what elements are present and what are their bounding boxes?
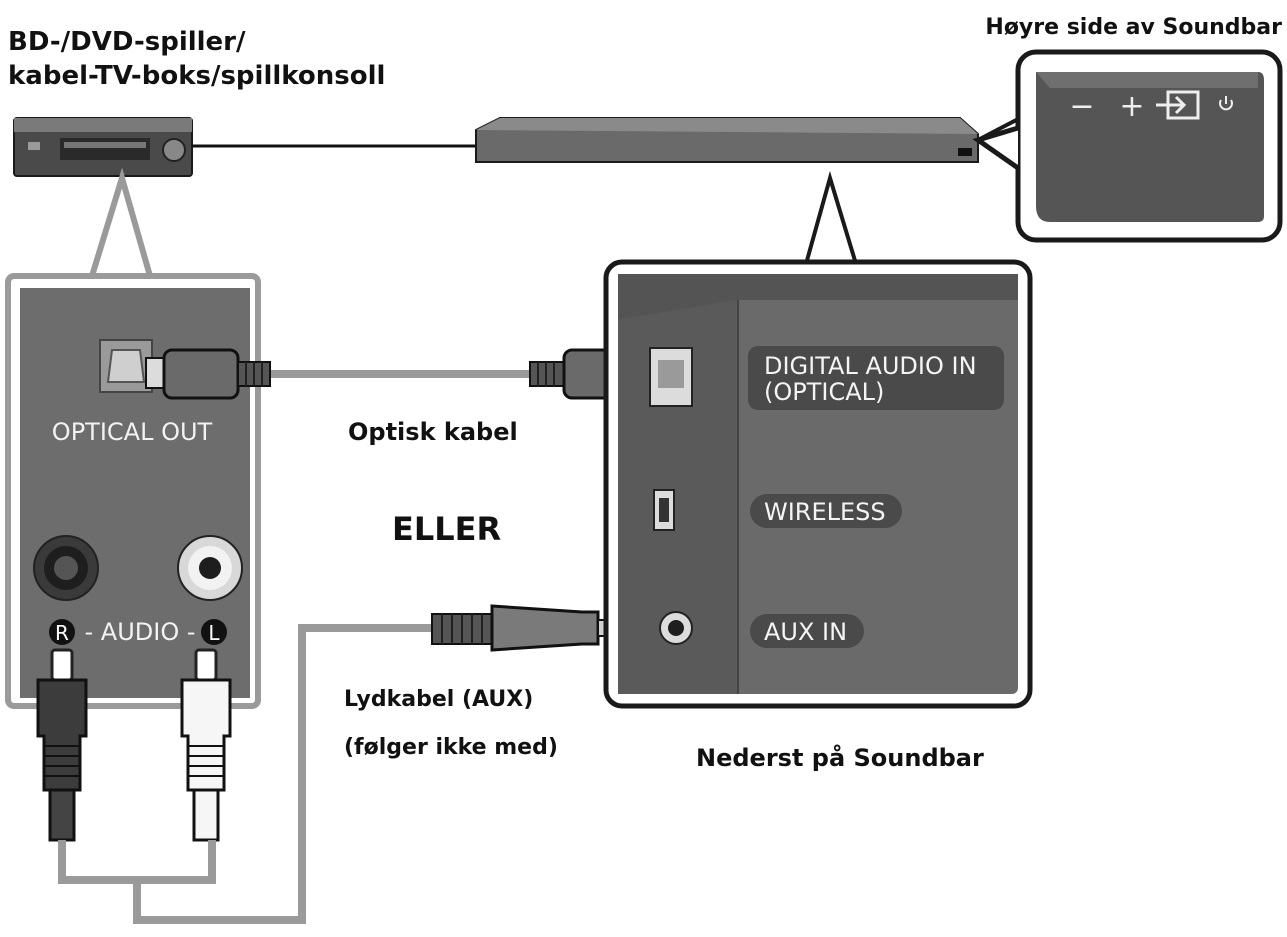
soundbar-bottom-panel: DIGITAL AUDIO IN (OPTICAL) WIRELESS AUX … <box>603 259 1033 709</box>
soundbar-side-callout: − + <box>972 49 1283 243</box>
power-icon[interactable] <box>1219 96 1233 111</box>
side-minus-button[interactable]: − <box>1069 89 1094 124</box>
audio-r-label: R <box>55 621 69 645</box>
digital-audio-in-label-line1: DIGITAL AUDIO IN <box>764 352 977 380</box>
rca-plug-right <box>36 648 88 842</box>
optical-plug-left <box>145 348 271 400</box>
or-label: ELLER <box>392 510 501 548</box>
audio-label: - AUDIO - <box>84 618 195 646</box>
aux-in-port[interactable] <box>659 611 693 645</box>
player-label-line2: kabel-TV-boks/spillkonsoll <box>8 61 385 91</box>
wireless-label: WIRELESS <box>764 498 886 526</box>
wireless-pill <box>750 494 902 528</box>
aux-cable <box>58 840 216 884</box>
aux-cable-label-line2: (følger ikke med) <box>344 735 558 760</box>
source-icon[interactable] <box>1156 90 1200 120</box>
audio-l-jack[interactable] <box>177 535 243 601</box>
audio-r-jack[interactable] <box>33 535 99 601</box>
rca-plug-left <box>180 648 232 842</box>
soundbar-side-label: Høyre side av Soundbar <box>985 15 1282 40</box>
soundbar-bottom-pointer <box>804 170 858 265</box>
soundbar <box>475 117 979 163</box>
audio-l-label: L <box>208 621 220 645</box>
player-back-panel: OPTICAL OUT R - AUDIO - L <box>5 167 261 709</box>
player-label-line1: BD-/DVD-spiller/ <box>8 27 246 57</box>
aux-in-label: AUX IN <box>764 618 847 646</box>
digital-audio-in-label-line2: (OPTICAL) <box>764 378 884 406</box>
optical-cable-label: Optisk kabel <box>348 418 518 446</box>
digital-audio-in-pill <box>748 346 1004 410</box>
side-plus-button[interactable]: + <box>1119 89 1144 124</box>
optical-out-label: OPTICAL OUT <box>52 418 213 446</box>
soundbar-bottom-label: Nederst på Soundbar <box>696 743 984 772</box>
player-device <box>13 117 193 177</box>
aux-cable-label-line1: Lydkabel (AUX) <box>344 687 533 712</box>
aux-in-pill <box>750 614 864 648</box>
